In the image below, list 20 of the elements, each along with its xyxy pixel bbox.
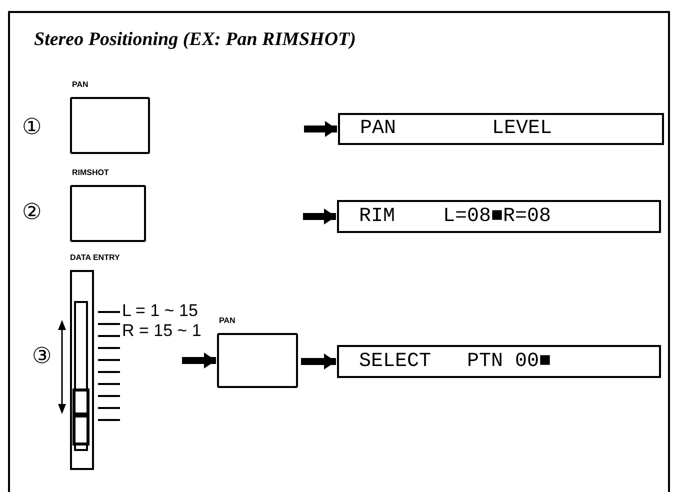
display-text: RIM L=08■R=08	[359, 206, 552, 226]
step-number: ①	[22, 116, 42, 138]
display-text: PAN LEVEL	[360, 119, 552, 139]
lcd-display	[338, 113, 664, 145]
block-arrow	[182, 352, 216, 368]
block-arrow	[304, 121, 337, 137]
step-number: ②	[22, 201, 42, 223]
step-number: ③	[32, 345, 52, 367]
button-caption: RIMSHOT	[72, 169, 109, 177]
block-arrow	[303, 208, 336, 224]
lcd-display	[337, 345, 661, 378]
display-text: SELECT PTN 00■	[359, 352, 552, 372]
block-arrow	[301, 354, 336, 370]
lcd-display	[337, 200, 661, 233]
range-label: R = 15 ~ 1	[122, 322, 202, 339]
range-label: L = 1 ~ 15	[122, 302, 198, 319]
title: Stereo Positioning (EX: Pan RIMSHOT)	[34, 30, 356, 49]
button-caption: PAN	[72, 81, 88, 89]
slider-caption: DATA ENTRY	[70, 254, 120, 262]
button-caption: PAN	[219, 317, 236, 325]
